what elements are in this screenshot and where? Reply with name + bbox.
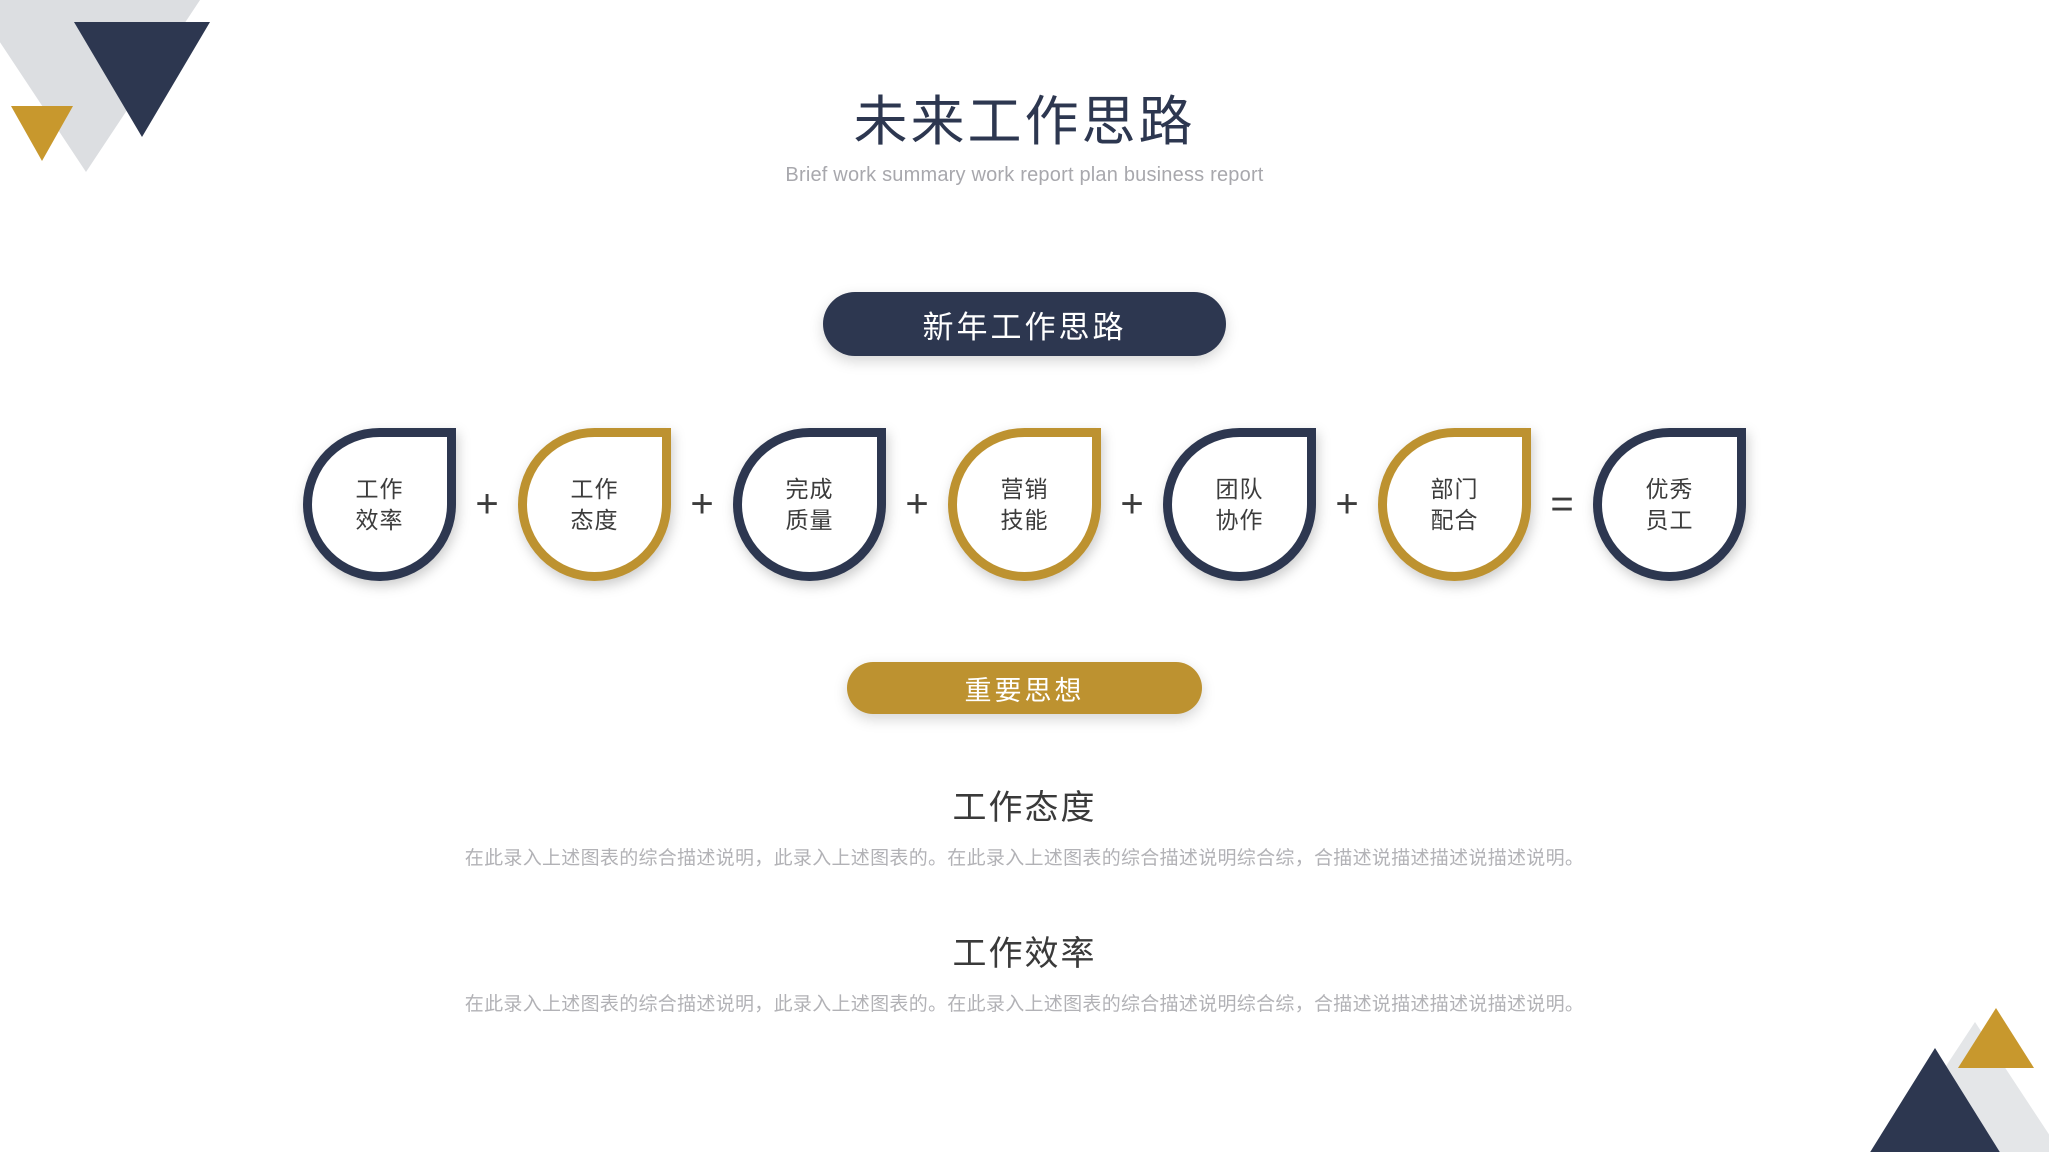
plus-operator: + [690, 482, 714, 526]
teardrop-label: 营销 技能 [1000, 475, 1049, 533]
plus-operator: + [1120, 482, 1144, 526]
teardrop-item[interactable]: 优秀 员工 [1593, 428, 1746, 581]
bottom-badge-row: 重要思想 [0, 662, 2049, 714]
slide-header: 未来工作思路 Brief work summary work report pl… [0, 92, 2049, 187]
page-title: 未来工作思路 [853, 92, 1196, 152]
section-heading: 工作效率 [952, 935, 1097, 973]
section-heading: 工作态度 [952, 789, 1097, 827]
navy-triangle-down-icon [74, 22, 210, 137]
plus-operator: + [905, 482, 929, 526]
description-section: 工作效率在此录入上述图表的综合描述说明，此录入上述图表的。在此录入上述图表的综合… [0, 926, 2049, 1016]
teardrop-item[interactable]: 营销 技能 [948, 428, 1101, 581]
top-badge-row: 新年工作思路 [0, 292, 2049, 356]
competency-formula-chain: 工作 效率 + 工作 态度 + 完成 质量 + 营销 技能 + 团队 协作 + 部门 配合 = 优秀 员… [0, 428, 2049, 581]
plus-operator: + [1335, 482, 1359, 526]
plus-operator: + [475, 482, 499, 526]
section-body-text: 在此录入上述图表的综合描述说明，此录入上述图表的。在此录入上述图表的综合描述说明… [464, 848, 1585, 869]
page-subtitle: Brief work summary work report plan busi… [785, 164, 1264, 187]
teardrop-label: 工作 态度 [570, 475, 619, 533]
teardrop-item[interactable]: 部门 配合 [1378, 428, 1531, 581]
equals-operator: = [1550, 482, 1574, 526]
badge-new-year-plan: 新年工作思路 [823, 292, 1226, 356]
teardrop-label: 优秀 员工 [1645, 475, 1694, 533]
teardrop-item[interactable]: 团队 协作 [1163, 428, 1316, 581]
teardrop-label: 部门 配合 [1430, 475, 1479, 533]
teardrop-label: 完成 质量 [785, 475, 834, 533]
badge-key-idea: 重要思想 [847, 662, 1202, 714]
teardrop-item[interactable]: 工作 效率 [303, 428, 456, 581]
description-section: 工作态度在此录入上述图表的综合描述说明，此录入上述图表的。在此录入上述图表的综合… [0, 780, 2049, 870]
section-body-text: 在此录入上述图表的综合描述说明，此录入上述图表的。在此录入上述图表的综合描述说明… [464, 994, 1585, 1015]
gold-triangle-down-icon [11, 106, 73, 161]
teardrop-label: 团队 协作 [1215, 475, 1264, 533]
gold-triangle-up-icon [1958, 1008, 2034, 1068]
teardrop-item[interactable]: 工作 态度 [518, 428, 671, 581]
description-sections: 工作态度在此录入上述图表的综合描述说明，此录入上述图表的。在此录入上述图表的综合… [0, 780, 2049, 1016]
teardrop-label: 工作 效率 [355, 475, 404, 533]
teardrop-item[interactable]: 完成 质量 [733, 428, 886, 581]
